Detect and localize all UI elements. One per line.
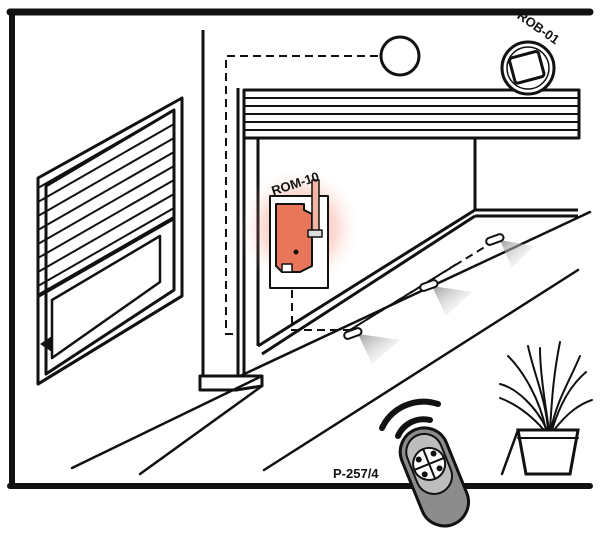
led-floor-light-icon	[343, 327, 400, 364]
ceiling-light-sensor-icon	[379, 35, 421, 77]
potted-plant-icon	[499, 341, 593, 476]
floor-lines	[70, 210, 592, 476]
remote-label: P-257/4	[333, 466, 379, 481]
window-with-blind	[36, 96, 184, 386]
wall-pillar	[198, 30, 264, 392]
room-frame	[6, 8, 594, 489]
remote-control-icon	[398, 426, 470, 528]
led-floor-light-icon	[485, 233, 534, 268]
wireless-signal-icon	[379, 398, 441, 439]
led-floor-light-icon	[419, 279, 472, 316]
rob-module-icon	[500, 40, 556, 96]
roller-door-housing	[242, 88, 581, 140]
rom-module-icon	[269, 179, 329, 289]
